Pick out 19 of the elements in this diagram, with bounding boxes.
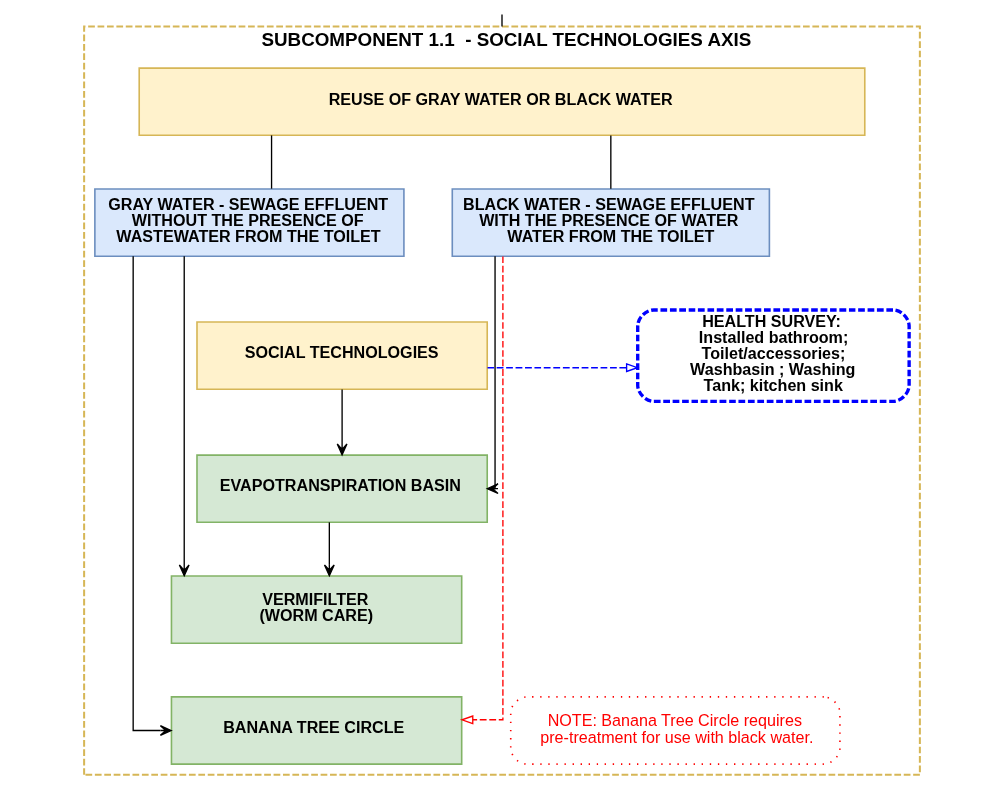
node-box: GRAY WATER - SEWAGE EFFLUENT WITHOUT THE PRESENCE OF WASTEWATER FROM THE TOILET (93, 188, 405, 257)
arrow (486, 255, 499, 495)
arrow (178, 255, 190, 577)
node-box: HEALTH SURVEY: Installed bathroom; Toilet/accessories; Washbasin ; Washing Tank; kitchen sink (635, 308, 911, 403)
arrow (132, 255, 172, 737)
connector (270, 134, 272, 190)
node-box: BLACK WATER - SEWAGE EFFLUENT WITH THE PRESENCE OF WATER WATER FROM THE TOILET (450, 188, 770, 257)
arrow (486, 363, 639, 373)
node-box: VERMIFILTER (WORM CARE) (170, 575, 462, 644)
node-box: BANANA TREE CIRCLE (170, 696, 462, 765)
arrow (459, 255, 504, 725)
arrow (323, 521, 335, 577)
node-box: NOTE: Banana Tree Circle requires pre-treatment for use with black water. (509, 696, 841, 765)
connector (609, 134, 611, 190)
connector (500, 13, 503, 28)
node-box: EVAPOTRANSPIRATION BASIN (195, 454, 488, 524)
arrow (336, 388, 348, 456)
node-box: SOCIAL TECHNOLOGIES (195, 321, 488, 391)
node-box: REUSE OF GRAY WATER OR BLACK WATER (137, 67, 866, 137)
